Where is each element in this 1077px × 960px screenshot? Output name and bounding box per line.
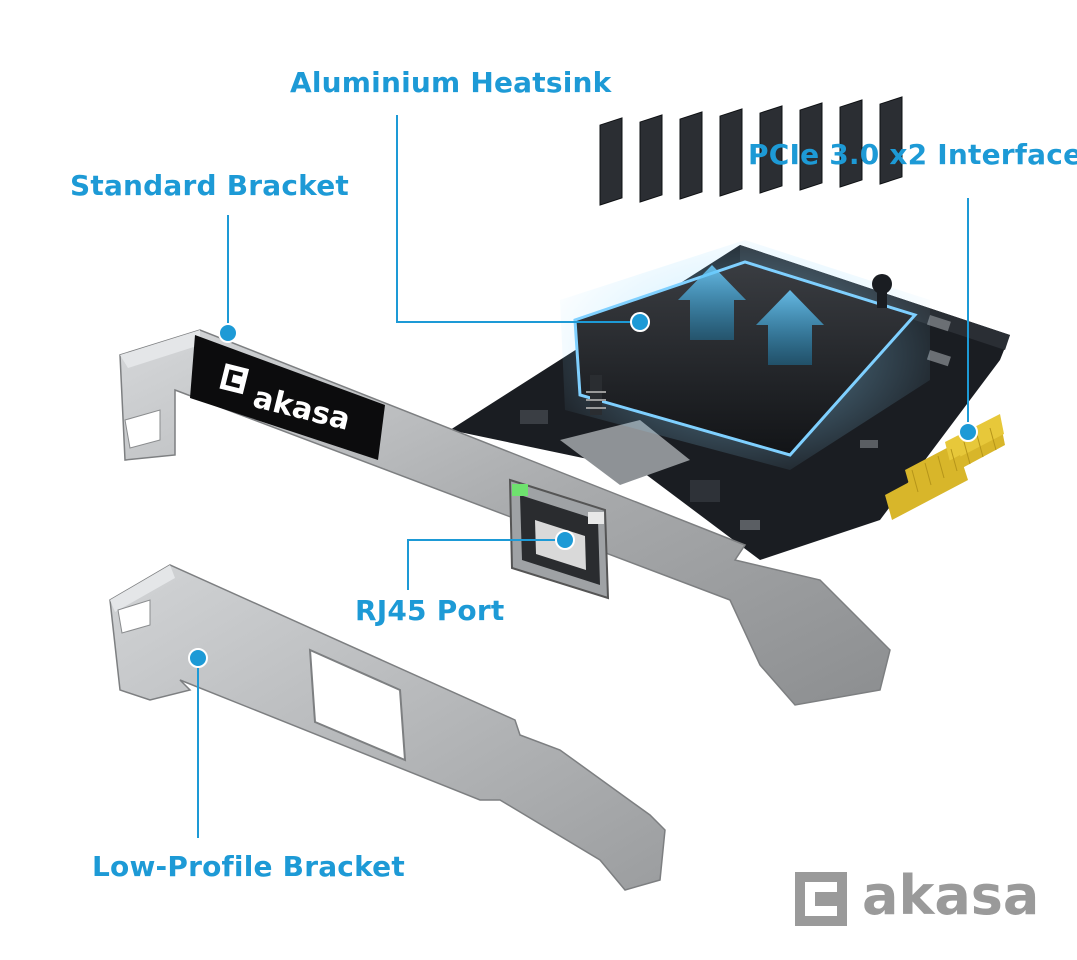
callout-rj45-port: RJ45 Port xyxy=(355,594,505,627)
heat-arrow-icon xyxy=(678,265,746,340)
akasa-logo-icon xyxy=(795,872,847,926)
callout-dots xyxy=(188,312,978,668)
rj45-dot xyxy=(555,530,575,550)
pcie-dot xyxy=(958,422,978,442)
callout-low-profile-bracket: Low-Profile Bracket xyxy=(92,850,405,883)
callout-leaders xyxy=(197,115,969,838)
standard-bracket-dot xyxy=(218,323,238,343)
bracket-akasa-icon xyxy=(219,363,250,395)
watermark-brand-text: akasa xyxy=(862,864,1040,927)
heat-arrow-icon xyxy=(756,290,824,365)
low-profile-bracket xyxy=(109,564,666,891)
low-profile-dot xyxy=(188,648,208,668)
callout-pcie-interface: PCIe 3.0 x2 Interface xyxy=(748,138,1077,171)
callout-aluminium-heatsink: Aluminium Heatsink xyxy=(290,66,612,99)
callout-standard-bracket: Standard Bracket xyxy=(70,169,350,202)
bracket-logo-plate xyxy=(190,335,385,460)
heatsink-dot xyxy=(630,312,650,332)
aluminium-heatsink xyxy=(560,96,930,470)
pcie-gold-fingers xyxy=(885,414,1005,520)
port-cutout xyxy=(308,648,407,762)
